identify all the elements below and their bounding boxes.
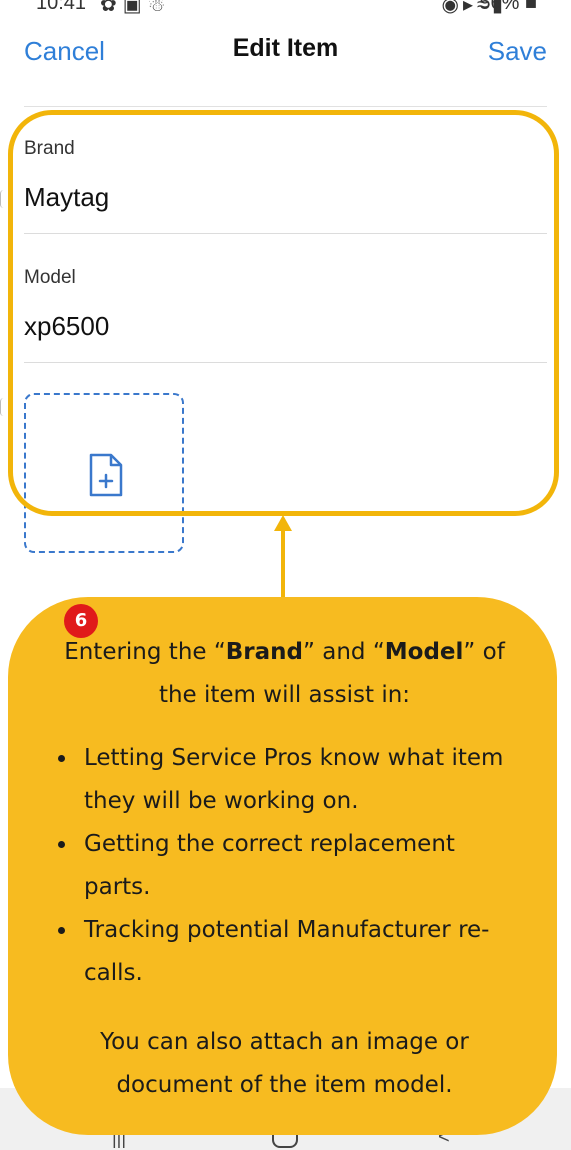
model-divider (24, 362, 547, 363)
edge-mark (0, 190, 7, 208)
top-divider (24, 106, 547, 107)
model-field: Model (24, 267, 547, 363)
step-badge: 6 (64, 604, 98, 638)
model-input[interactable] (24, 311, 547, 342)
intro-middle: ” and “ (303, 639, 385, 665)
callout-closing: You can also attach an image or document… (100, 1029, 469, 1098)
header: Cancel Edit Item Save (0, 30, 571, 74)
intro-suffix: ” of the item will assist in: (158, 639, 505, 708)
status-bar: 10:41 ✿▣☃ ◉▸≈▮ 56% ■ (0, 0, 571, 16)
battery-level: 56% (479, 0, 520, 14)
save-button[interactable]: Save (487, 36, 547, 66)
signal-wifi-icons: ◉▸≈▮ (441, 0, 507, 16)
arrow-up-icon (274, 515, 292, 531)
edge-mark (0, 398, 7, 416)
notification-icons: ✿▣☃ (100, 0, 172, 16)
intro-brand: Brand (225, 639, 304, 665)
status-time: 10:41 (36, 0, 87, 14)
cancel-button[interactable]: Cancel (24, 36, 105, 66)
bullet-item: Letting Service Pros know what item they… (78, 737, 509, 823)
brand-divider (24, 233, 547, 234)
back-icon[interactable]: < (438, 1126, 450, 1148)
model-label: Model (24, 267, 76, 288)
file-add-icon (89, 453, 123, 497)
bullet-item: Getting the correct replacement parts. (78, 823, 509, 909)
brand-label: Brand (24, 138, 75, 159)
page-title: Edit Item (232, 34, 339, 62)
attach-document-button[interactable] (24, 393, 184, 553)
brand-field: Brand (24, 138, 547, 234)
battery-indicator: 56% ■ (479, 0, 537, 15)
callout-intro: Entering the “Brand” and “Model” of the … (60, 631, 509, 717)
brand-input[interactable] (24, 182, 547, 213)
bullet-item: Tracking potential Manufacturer re-calls… (78, 909, 509, 995)
intro-prefix: Entering the “ (64, 639, 226, 665)
connector-line (281, 530, 285, 600)
tutorial-callout: Entering the “Brand” and “Model” of the … (8, 597, 557, 1135)
callout-bullets: Letting Service Pros know what item they… (60, 737, 509, 995)
intro-model: Model (384, 639, 464, 665)
